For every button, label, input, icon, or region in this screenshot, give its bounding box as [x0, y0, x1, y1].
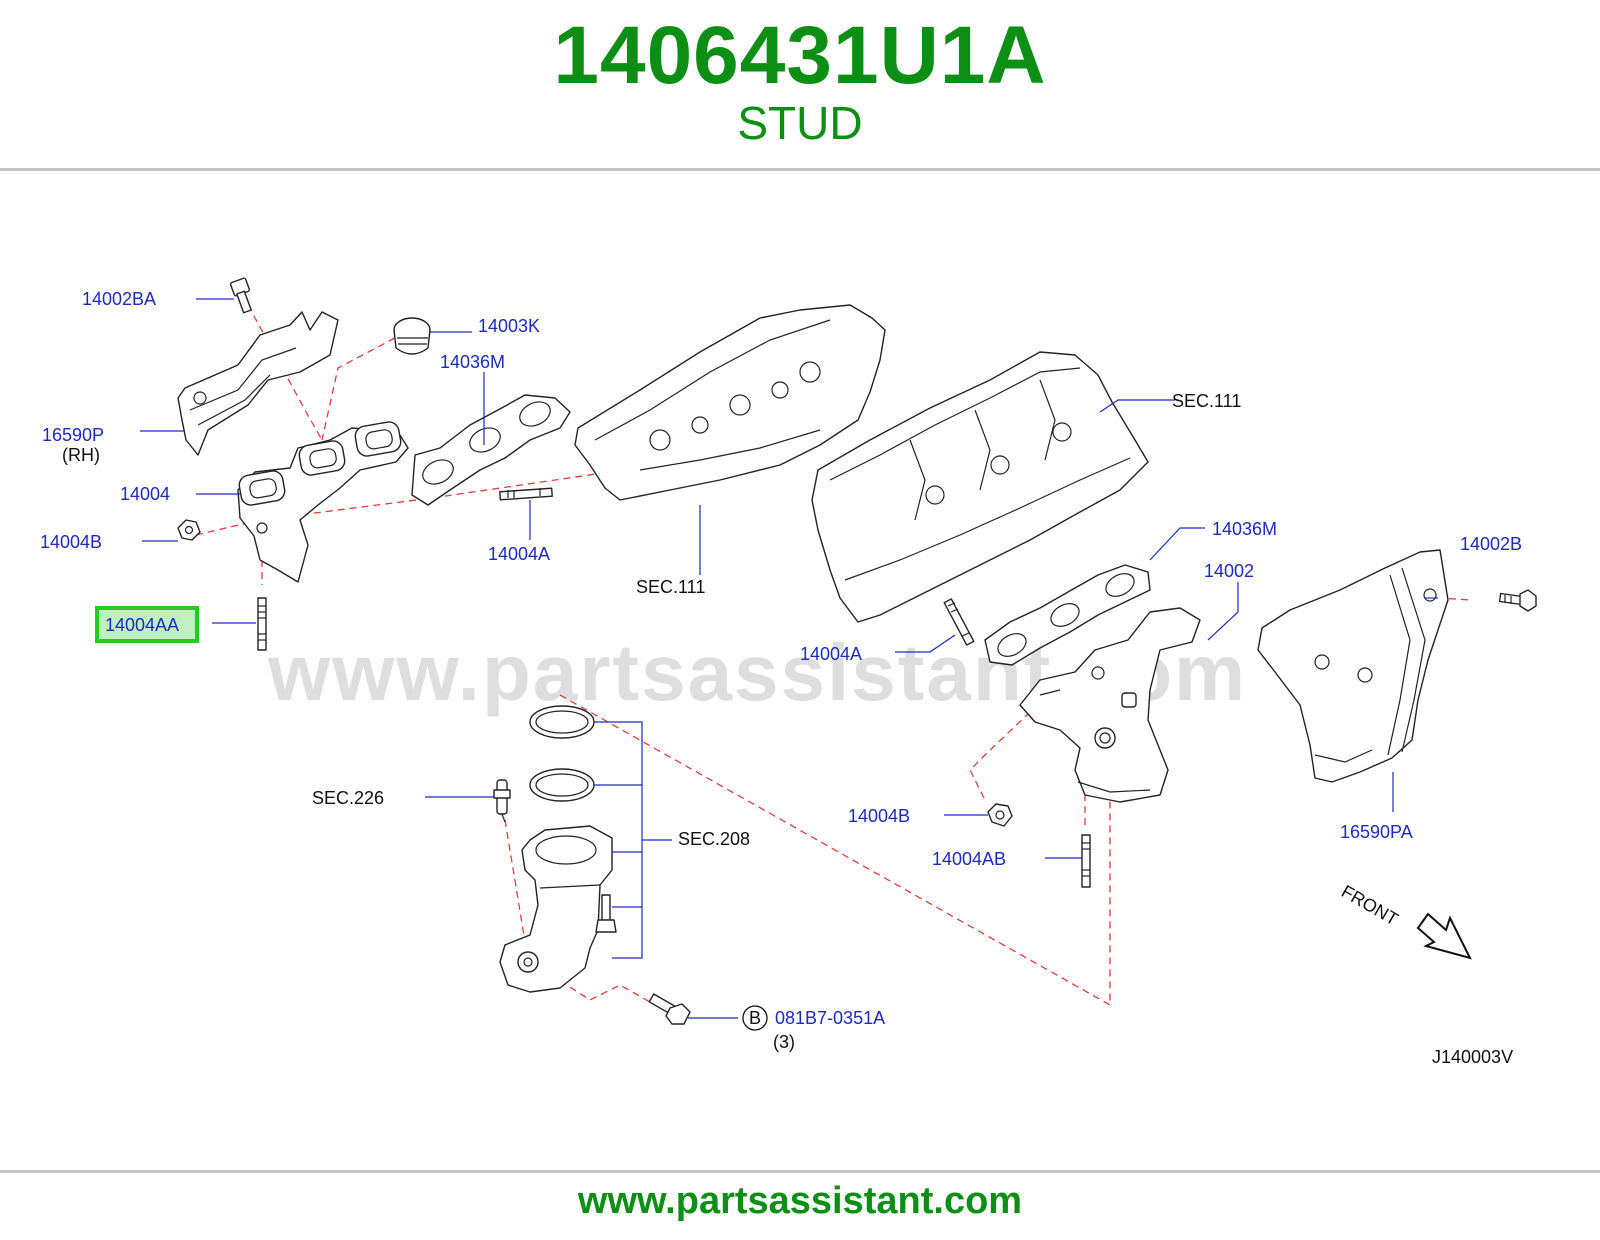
- callout-14004AA[interactable]: 14004AA: [105, 615, 179, 635]
- part-name-subtitle: STUD: [737, 97, 863, 149]
- callout-14002B[interactable]: 14002B: [1460, 534, 1522, 554]
- callout-labels: 14002BA 14003K 14036M 16590P (RH) 14004 …: [40, 289, 1522, 1067]
- callout-bolt-quantity: (3): [773, 1032, 795, 1052]
- bolt-sec208-icon: [595, 894, 617, 933]
- gasket-14036M-right-icon: [984, 564, 1151, 666]
- header-divider: [0, 168, 1600, 171]
- callout-16590P-side: (RH): [62, 445, 100, 465]
- callout-14004B-right[interactable]: 14004B: [848, 806, 910, 826]
- callout-081B7-0351A[interactable]: 081B7-0351A: [775, 1008, 885, 1028]
- page-header: 1406431U1A STUD: [0, 0, 1600, 168]
- footer-divider: [0, 1170, 1600, 1173]
- front-direction-arrow: FRONT: [1338, 881, 1472, 960]
- seal-ring-lower-icon: [529, 768, 595, 802]
- callout-14004[interactable]: 14004: [120, 484, 170, 504]
- heat-shield-16590PA-icon: [1257, 549, 1449, 783]
- callout-sec208[interactable]: SEC.208: [678, 829, 750, 849]
- cylinder-head-left-icon: [574, 304, 886, 501]
- part-number-title: 1406431U1A: [553, 10, 1047, 101]
- callout-14002BA[interactable]: 14002BA: [82, 289, 156, 309]
- bolt-081B7-icon: [648, 993, 691, 1025]
- callout-14004B-left[interactable]: 14004B: [40, 532, 102, 552]
- callout-sec226[interactable]: SEC.226: [312, 788, 384, 808]
- heat-shield-16590P-icon: [177, 311, 339, 456]
- callout-sec111-left[interactable]: SEC.111: [636, 577, 705, 597]
- sensor-sec226-icon: [493, 779, 511, 823]
- seal-ring-upper-icon: [529, 705, 595, 739]
- callout-14004A-left[interactable]: 14004A: [488, 544, 550, 564]
- callout-14004A-right[interactable]: 14004A: [800, 644, 862, 664]
- callout-16590PA[interactable]: 16590PA: [1340, 822, 1413, 842]
- callout-14036M-left[interactable]: 14036M: [440, 352, 505, 372]
- exhaust-manifold-14004-icon: [237, 421, 409, 583]
- bolt-14002BA-icon: [229, 277, 252, 314]
- callout-16590P[interactable]: 16590P: [42, 425, 104, 445]
- callout-14003K[interactable]: 14003K: [478, 316, 540, 336]
- stud-14004AB-icon: [1081, 834, 1091, 888]
- nut-14004B-right-icon: [987, 803, 1013, 827]
- catalytic-converter-icon: [499, 825, 613, 993]
- nut-14004B-left-icon: [177, 519, 201, 541]
- gasket-14036M-left-icon: [411, 394, 571, 506]
- cylinder-head-right-icon: [811, 351, 1149, 623]
- front-label: FRONT: [1338, 881, 1402, 929]
- highlighted-callout-14004AA[interactable]: 14004AA: [95, 606, 199, 643]
- footer-url-link[interactable]: www.partsassistant.com: [577, 1180, 1023, 1222]
- plug-14003K-icon: [393, 317, 431, 355]
- callout-14004AB[interactable]: 14004AB: [932, 849, 1006, 869]
- stud-14004A-left-icon: [499, 487, 553, 501]
- callout-leaders: [140, 298, 1438, 1019]
- bolt-circle-letter: B: [749, 1008, 761, 1028]
- callout-sec111-right[interactable]: SEC.111: [1172, 391, 1241, 411]
- callout-14002[interactable]: 14002: [1204, 561, 1254, 581]
- stud-14004A-right-icon: [943, 598, 975, 646]
- bolt-14002B-icon: [1498, 589, 1537, 612]
- exhaust-manifold-14002-icon: [1019, 607, 1201, 803]
- diagram-code: J140003V: [1432, 1047, 1513, 1067]
- callout-14036M-right[interactable]: 14036M: [1212, 519, 1277, 539]
- bolt-circle-marker: [742, 1005, 768, 1031]
- stud-14004AA-icon: [257, 597, 267, 651]
